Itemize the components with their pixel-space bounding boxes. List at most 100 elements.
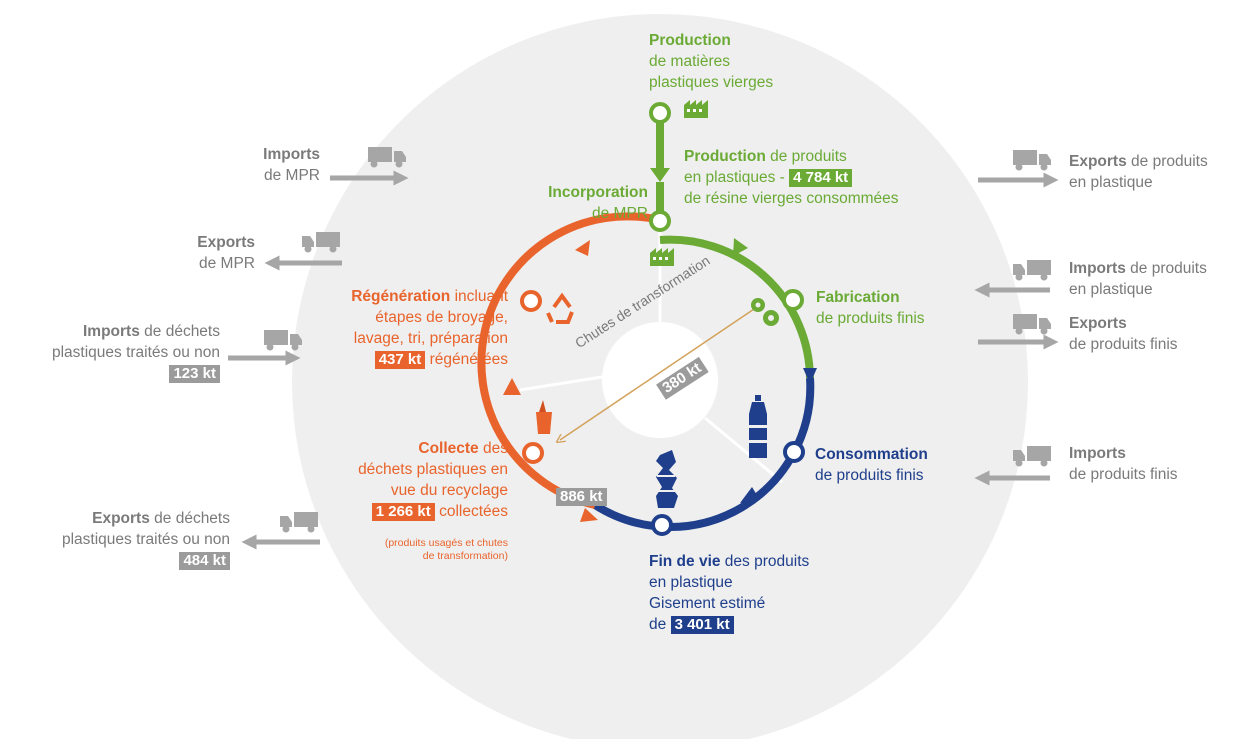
imports-dechets-rest1: de déchets (139, 323, 220, 340)
regeneration-value: 437 kt (374, 351, 426, 369)
imports-produits-finis-line2: de produits finis (1069, 466, 1178, 483)
production-produits-bold: Production (684, 148, 766, 165)
truck-icons (264, 147, 1051, 533)
truck-icon (264, 330, 302, 351)
imports-produits-finis-label: Imports de produits finis (1069, 443, 1178, 485)
regeneration-rest1: incluant (450, 288, 508, 305)
exports-produits-plastique-label: Exports de produits en plastique (1069, 151, 1208, 193)
exports-produits-plastique-rest1: de produits (1126, 153, 1208, 170)
collecte-rest1: des (478, 440, 508, 457)
imports-produits-plastique-line2: en plastique (1069, 281, 1153, 298)
exports-produits-finis-line2: de produits finis (1069, 336, 1178, 353)
flux-886-value: 886 kt (556, 488, 607, 506)
imports-mpr-bold: Imports (263, 146, 320, 163)
exports-dechets-label: Exports de déchets plastiques traités ou… (12, 508, 230, 571)
regeneration-bold: Régénération (351, 288, 451, 305)
arc-navy (592, 377, 815, 531)
external-arrows (228, 170, 1059, 550)
collecte-note2: de transformation) (422, 550, 508, 562)
imports-produits-plastique-rest1: de produits (1125, 260, 1207, 277)
factory-icon (650, 248, 674, 266)
imports-produits-plastique-bold: Imports (1069, 260, 1126, 277)
imports-dechets-label: Imports de déchets plastiques traités ou… (10, 321, 220, 384)
exports-dechets-bold: Exports (92, 510, 150, 527)
chutes-arrow (560, 304, 761, 440)
regeneration-rest4: régénérées (425, 351, 508, 368)
production-produits-label: Production de produits en plastiques - 4… (684, 146, 899, 209)
exports-produits-finis-label: Exports de produits finis (1069, 313, 1178, 355)
radial-spokes (519, 218, 783, 484)
exports-dechets-value: 484 kt (179, 552, 230, 570)
truck-icon (1013, 150, 1051, 171)
truck-icon (368, 147, 406, 168)
collecte-value: 1 266 kt (371, 503, 435, 521)
fin-de-vie-bold: Fin de vie (649, 553, 721, 570)
truck-icon (1013, 314, 1051, 335)
arrowhead-navy (740, 487, 760, 503)
collecte-line2: déchets plastiques en (358, 461, 508, 478)
consommation-label: Consommation de produits finis (815, 444, 928, 486)
consommation-bold: Consommation (815, 446, 928, 463)
bin-icon (536, 400, 552, 434)
imports-dechets-line2: plastiques traités ou non (51, 344, 220, 361)
regeneration-label: Régénération incluant étapes de broyage,… (290, 286, 508, 370)
collecte-label: Collecte des déchets plastiques en vue d… (300, 438, 508, 522)
exports-produits-plastique-line2: en plastique (1069, 174, 1153, 191)
recycle-icon (546, 292, 574, 324)
incorporation-bold: Incorporation (548, 184, 648, 201)
exports-dechets-rest1: de déchets (149, 510, 230, 527)
incorporation-line2: de MPR (592, 205, 648, 222)
imports-dechets-value: 123 kt (169, 365, 220, 383)
arrowhead-green-1 (733, 238, 748, 256)
collecte-line3: vue du recyclage (390, 482, 508, 499)
production-produits-line2: en plastiques - (684, 169, 790, 186)
exports-mpr-bold: Exports (197, 234, 255, 251)
fin-de-vie-line4: de (649, 616, 671, 633)
production-produits-rest1: de produits (765, 148, 847, 165)
imports-dechets-bold: Imports (83, 323, 140, 340)
fabrication-label: Fabrication de produits finis (816, 287, 925, 329)
arrowhead-orange-2 (575, 240, 590, 256)
arc-green (659, 235, 814, 379)
fin-de-vie-line3: Gisement estimé (649, 595, 766, 612)
truck-icon (1013, 260, 1051, 281)
fin-de-vie-label: Fin de vie des produits en plastique Gis… (649, 551, 809, 635)
factory-icon (684, 100, 708, 118)
production-title: Production (649, 32, 731, 49)
exports-mpr-line2: de MPR (199, 255, 255, 272)
production-line2: plastiques vierges (649, 74, 774, 91)
flux-886-badge: 886 kt (556, 486, 607, 507)
exports-produits-plastique-bold: Exports (1069, 153, 1127, 170)
production-line1: de matières (649, 53, 730, 70)
exports-produits-finis-bold: Exports (1069, 315, 1127, 332)
collecte-note: (produits usagés et chutes de transforma… (340, 537, 508, 563)
crushed-bottle-icon (656, 450, 678, 508)
truck-icon (1013, 446, 1051, 467)
imports-mpr-label: Imports de MPR (190, 144, 320, 186)
fin-de-vie-value: 3 401 kt (670, 616, 734, 634)
production-label: Production de matières plastiques vierge… (649, 30, 773, 93)
regeneration-line3: lavage, tri, préparation (353, 330, 508, 347)
imports-produits-plastique-label: Imports de produits en plastique (1069, 258, 1207, 300)
fin-de-vie-rest1: des produits (720, 553, 810, 570)
arc-orange (477, 212, 661, 509)
gears-icon (751, 298, 779, 326)
truck-icon (280, 512, 318, 533)
incorporation-label: Incorporation de MPR (500, 182, 648, 224)
collecte-note1: (produits usagés et chutes (384, 537, 508, 549)
consommation-line2: de produits finis (815, 467, 924, 484)
fabrication-line2: de produits finis (816, 310, 925, 327)
center-disc (602, 322, 718, 438)
arrowhead-orange-1 (503, 378, 521, 395)
regeneration-line2: étapes de broyage, (375, 309, 508, 326)
exports-mpr-label: Exports de MPR (120, 232, 255, 274)
production-produits-value: 4 784 kt (789, 169, 853, 187)
truck-icon (302, 232, 340, 253)
imports-produits-finis-bold: Imports (1069, 445, 1126, 462)
exports-dechets-line2: plastiques traités ou non (61, 531, 230, 548)
bottle-icon (749, 395, 767, 458)
collecte-bold: Collecte (418, 440, 479, 457)
cycle-nodes (520, 102, 805, 536)
